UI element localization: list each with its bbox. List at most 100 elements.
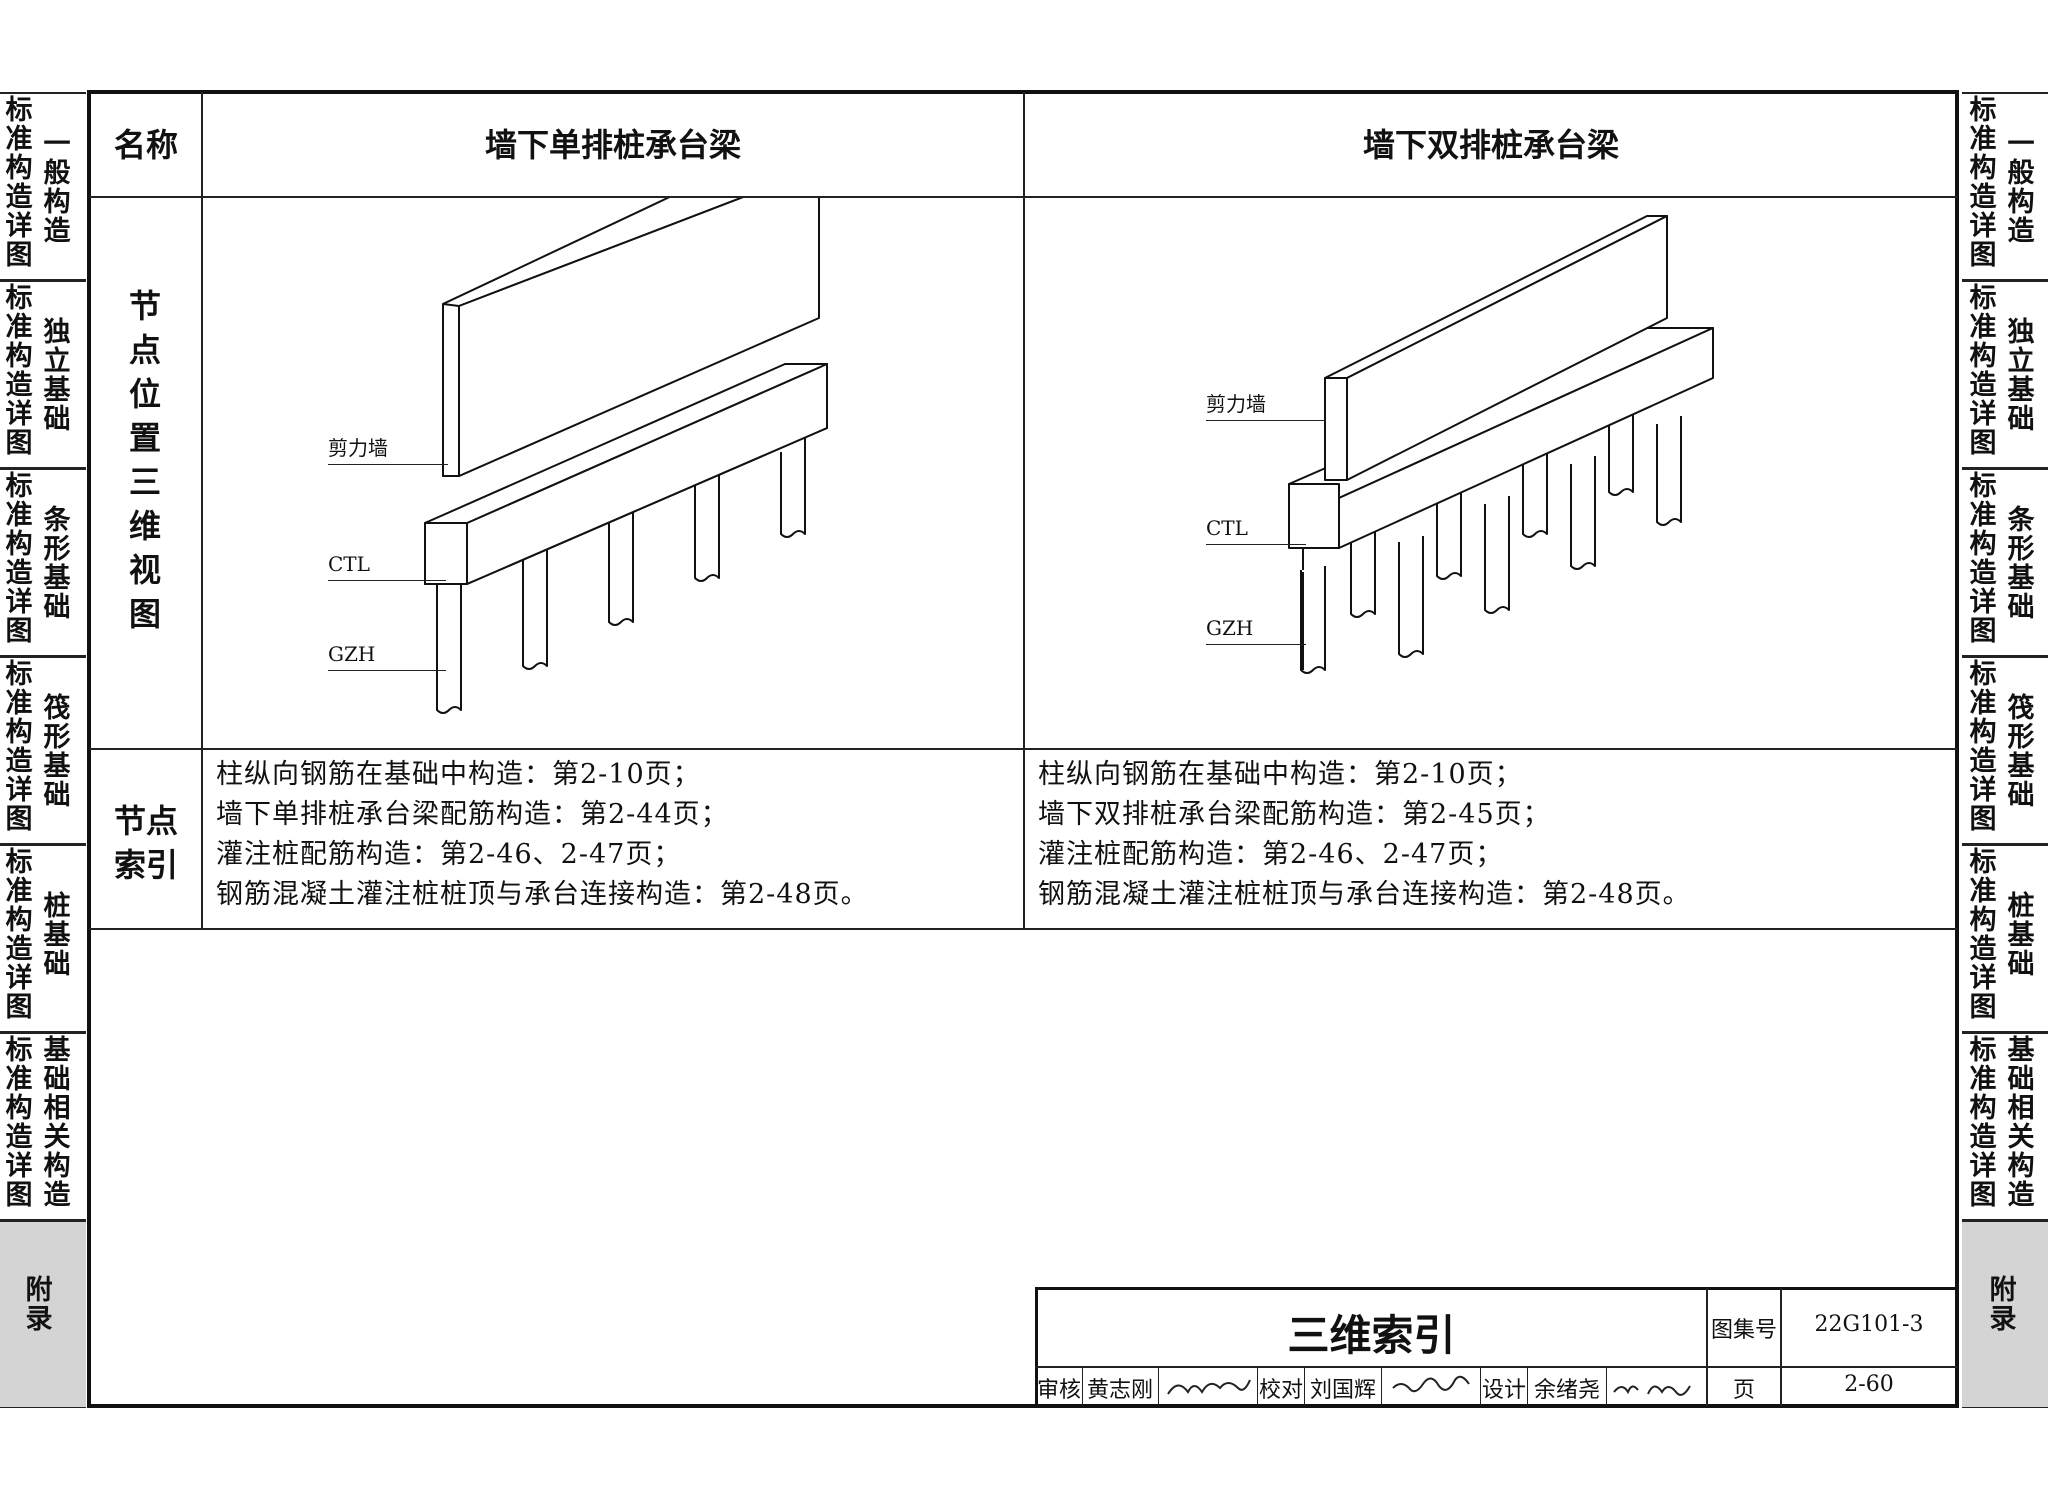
col1-header: 墙下单排桩承台梁 [484, 126, 741, 164]
side-tab-label: 标准构造详图 [1969, 1035, 1997, 1211]
side-tab-label: 标准构造详图 [1969, 847, 1997, 1023]
side-tab-label: 筏形基础 [2007, 693, 2035, 811]
side-tab-label: 标准构造详图 [5, 847, 33, 1023]
side-tab-raft[interactable]: 标准构造详图 筏形基础 [0, 656, 86, 844]
side-tab-isolated[interactable]: 标准构造详图 独立基础 [1962, 280, 2048, 468]
title-block-rule [1480, 1367, 1481, 1406]
name-header: 名称 [113, 126, 178, 164]
pile-back [1350, 516, 1376, 618]
side-tab-label: 标准构造详图 [5, 95, 33, 271]
check-label: 校对 [1259, 1378, 1304, 1403]
shear-wall [1324, 377, 1348, 481]
pile-cap-beam [424, 363, 828, 585]
reviewer-name: 黄志刚 [1086, 1378, 1153, 1403]
index-line: 灌注桩配筋构造：第2-46、2-47页； [1038, 839, 1504, 870]
pile [694, 464, 720, 582]
pile [522, 538, 548, 670]
pile-back [1436, 480, 1462, 580]
side-tab-general[interactable]: 标准构造详图 一般构造 [1962, 92, 2048, 280]
side-tab-appendix[interactable]: 附录 [0, 1220, 86, 1408]
diagram-double-row-pile-cap-beam [1288, 215, 1714, 674]
side-tab-label: 条形基础 [43, 505, 71, 623]
side-tab-related[interactable]: 标准构造详图 基础相关构造 [0, 1032, 86, 1220]
drawing-title: 三维索引 [1287, 1311, 1456, 1360]
side-tab-label: 附录 [1989, 1275, 2017, 1335]
side-tab-label: 桩基础 [43, 891, 71, 980]
pile-front [1570, 456, 1596, 570]
side-tab-label: 标准构造详图 [5, 471, 33, 647]
shear-wall [442, 198, 820, 477]
col2-header: 墙下双排桩承台梁 [1362, 126, 1619, 164]
leader-line [328, 464, 448, 465]
side-tab-strip[interactable]: 标准构造详图 条形基础 [0, 468, 86, 656]
side-tab-label: 标准构造详图 [5, 659, 33, 835]
pile [780, 426, 806, 538]
side-tab-label: 基础相关构造 [2007, 1035, 2035, 1211]
index-line: 墙下双排桩承台梁配筋构造：第2-45页； [1038, 799, 1551, 830]
title-block [1035, 1287, 1957, 1406]
pile-front [1656, 416, 1682, 526]
review-label: 审核 [1037, 1378, 1082, 1403]
side-tab-label: 一般构造 [43, 129, 71, 247]
title-block-rule [1527, 1367, 1528, 1406]
index-line: 柱纵向钢筋在基础中构造：第2-10页； [216, 759, 701, 790]
gzh-label: GZH [328, 642, 376, 666]
row2-header-line2: 索引 [113, 846, 178, 884]
side-tab-raft[interactable]: 标准构造详图 筏形基础 [1962, 656, 2048, 844]
designer-name: 余绪尧 [1533, 1378, 1600, 1403]
title-block-rule [1035, 1366, 1957, 1368]
leader-line [328, 670, 446, 671]
side-tab-general[interactable]: 标准构造详图 一般构造 [0, 92, 86, 280]
checker-signature [1392, 1375, 1470, 1393]
atlas-no-label: 图集号 [1710, 1318, 1777, 1343]
side-tab-label: 一般构造 [2007, 129, 2035, 247]
side-tab-pile[interactable]: 标准构造详图 桩基础 [0, 844, 86, 1032]
title-block-rule [1606, 1367, 1607, 1406]
side-tab-label: 标准构造详图 [1969, 471, 1997, 647]
side-tab-label: 基础相关构造 [43, 1035, 71, 1211]
shear-wall-label: 剪力墙 [328, 436, 388, 460]
title-block-rule [1257, 1367, 1258, 1406]
shear-wall-label: 剪力墙 [1206, 392, 1266, 416]
side-tab-strip[interactable]: 标准构造详图 条形基础 [1962, 468, 2048, 656]
side-tab-label: 标准构造详图 [5, 1035, 33, 1211]
leader-line [1206, 544, 1306, 545]
index-line: 钢筋混凝土灌注桩桩顶与承台连接构造：第2-48页。 [1038, 879, 1691, 910]
row2-header-line1: 节点 [113, 802, 178, 840]
title-block-rule [1780, 1288, 1782, 1406]
table-rule [201, 92, 203, 928]
side-tab-label: 独立基础 [43, 317, 71, 435]
title-block-rule [1706, 1288, 1708, 1406]
pile-front [1484, 496, 1510, 614]
table-rule [1023, 92, 1025, 928]
leader-line [1206, 420, 1326, 421]
side-tab-label: 附录 [25, 1275, 53, 1335]
index-line: 墙下单排桩承台梁配筋构造：第2-44页； [216, 799, 729, 830]
index-line: 柱纵向钢筋在基础中构造：第2-10页； [1038, 759, 1523, 790]
pile-back [1608, 402, 1634, 496]
title-block-rule [1304, 1367, 1305, 1406]
pile [436, 572, 462, 714]
side-tab-appendix[interactable]: 附录 [1962, 1220, 2048, 1408]
page-label: 页 [1732, 1378, 1755, 1403]
title-block-rule [1158, 1367, 1159, 1406]
row1-header: 节点位置三维视图 [128, 287, 161, 633]
side-tab-label: 标准构造详图 [1969, 95, 1997, 271]
pile-cap-beam [1288, 483, 1340, 549]
side-tab-label: 标准构造详图 [1969, 659, 1997, 835]
index-line: 钢筋混凝土灌注桩桩顶与承台连接构造：第2-48页。 [216, 879, 869, 910]
side-tab-label: 桩基础 [2007, 891, 2035, 980]
side-tab-isolated[interactable]: 标准构造详图 独立基础 [0, 280, 86, 468]
side-tab-related[interactable]: 标准构造详图 基础相关构造 [1962, 1032, 2048, 1220]
pile-front [1398, 536, 1424, 658]
side-tab-label: 标准构造详图 [1969, 283, 1997, 459]
title-block-rule [1082, 1367, 1083, 1406]
leader-line [1206, 644, 1306, 645]
side-tab-pile[interactable]: 标准构造详图 桩基础 [1962, 844, 2048, 1032]
atlas-no: 22G101-3 [1814, 1312, 1924, 1337]
checker-name: 刘国辉 [1309, 1378, 1376, 1403]
ctl-label: CTL [1206, 516, 1248, 540]
reviewer-signature [1167, 1379, 1251, 1395]
pile-back [1522, 442, 1548, 538]
designer-signature [1613, 1385, 1691, 1396]
